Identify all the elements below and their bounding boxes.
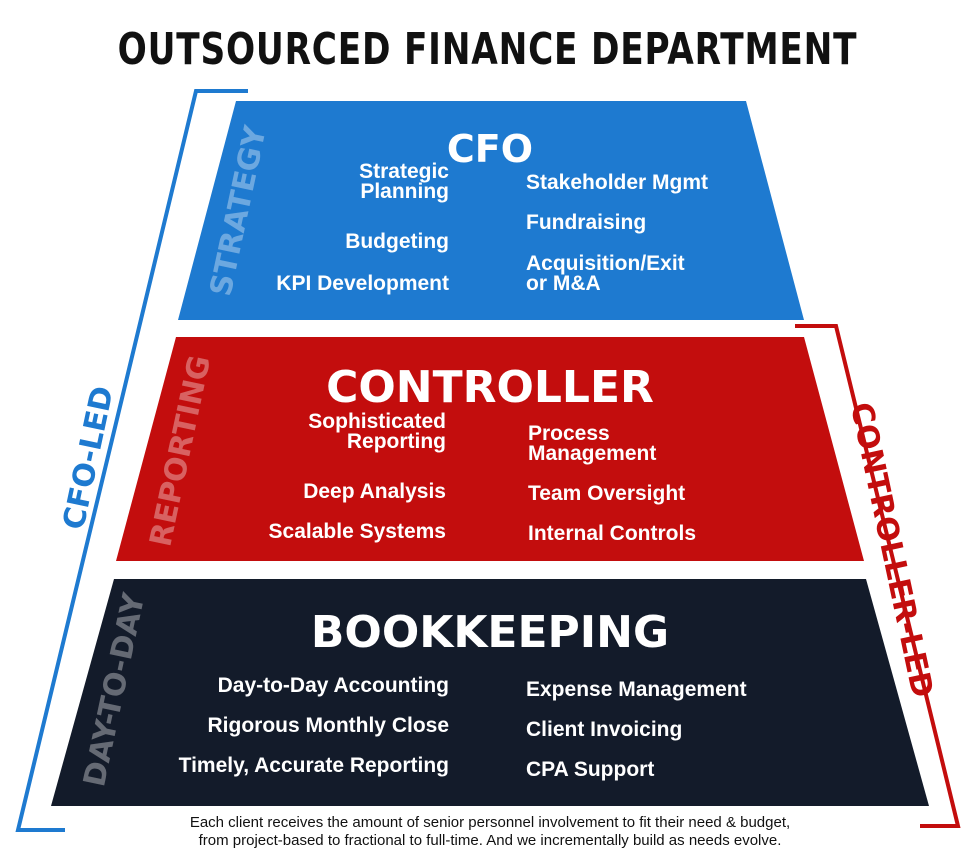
tier-cfo-shape (178, 101, 804, 320)
tier-cfo-right-item-1: Stakeholder Mgmt (526, 171, 708, 194)
tier-controller-left-item-3: Scalable Systems (269, 520, 446, 543)
tier-bookkeeping-left-item-3: Timely, Accurate Reporting (179, 754, 449, 777)
tier-bookkeeping-left-item-1: Day-to-Day Accounting (218, 674, 449, 697)
cfo-led-label: CFO-LED (56, 383, 120, 533)
controller-led-bracket (795, 324, 961, 828)
footer-line-2: from project-based to fractional to full… (198, 832, 782, 849)
cfo-led-bracket (15, 89, 248, 832)
tier-bookkeeping-right-item-1: Expense Management (526, 678, 747, 701)
tier-cfo-left-item-2: Budgeting (345, 230, 449, 253)
tier-controller-shape (116, 337, 864, 561)
page-title: OUTSOURCED FINANCE DEPARTMENT (117, 24, 858, 75)
tier-cfo-title: CFO (447, 127, 533, 171)
tier-bookkeeping-shape (51, 579, 929, 806)
tier-cfo-left-item-3: KPI Development (276, 272, 449, 295)
tier-bookkeeping-left-item-2: Rigorous Monthly Close (208, 714, 450, 737)
tier-bookkeeping-right-item-2: Client Invoicing (526, 718, 682, 741)
tier-cfo-right-item-2: Fundraising (526, 211, 646, 234)
tier-controller-right-item-3: Internal Controls (528, 522, 696, 545)
tier-controller-title: CONTROLLER (326, 362, 654, 413)
tier-controller-left-item-2: Deep Analysis (303, 480, 446, 503)
footer-line-1: Each client receives the amount of senio… (189, 814, 791, 831)
tier-controller-right-item-2: Team Oversight (528, 482, 685, 505)
tier-bookkeeping-right-item-3: CPA Support (526, 758, 654, 781)
footer-note: Each client receives the amount of senio… (100, 814, 880, 850)
tier-bookkeeping-title: BOOKKEEPING (311, 607, 669, 658)
